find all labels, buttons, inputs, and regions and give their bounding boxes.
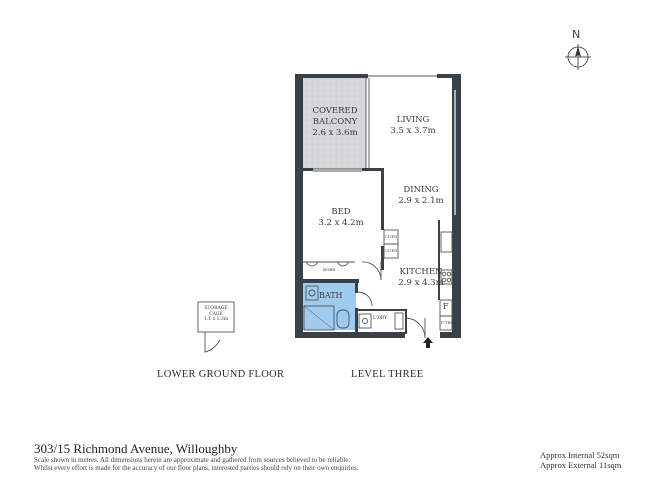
bed-label: BED 3.2 x 4.2m <box>316 207 366 229</box>
balcony-label: COVERED BALCONY 2.6 x 3.6m <box>310 106 360 139</box>
balcony-name-line2: BALCONY <box>312 117 358 127</box>
storage-line2: CAGE <box>209 311 223 317</box>
bath-area <box>303 283 356 330</box>
approx-internal: Approx Internal 52sqm <box>540 450 620 460</box>
dining-name: DINING <box>403 185 439 195</box>
living-label: LIVING 3.5 x 3.7m <box>388 115 438 137</box>
approx-external: Approx External 11sqm <box>540 460 622 470</box>
level-three-label: LEVEL THREE <box>351 369 424 380</box>
walls <box>295 74 461 338</box>
dining-dims: 2.9 x 2.1m <box>398 196 444 206</box>
kitchen-name: KITCHEN <box>399 267 443 277</box>
compass-label: N <box>572 28 581 41</box>
kitchen-dims: 2.9 x 4.3m <box>398 278 444 288</box>
balcony-name-line1: COVERED <box>312 106 358 116</box>
entry-arrow-icon <box>423 337 433 348</box>
kitchen-label: KITCHEN 2.9 x 4.3m <box>396 267 446 289</box>
bed-name: BED <box>331 207 351 217</box>
robe-label: ROBE <box>323 267 336 272</box>
balcony-dims: 2.6 x 3.6m <box>312 128 358 138</box>
fixtures <box>197 75 456 353</box>
laundry-label: L'DRY <box>373 316 388 321</box>
bed-dims: 3.2 x 4.2m <box>318 218 364 228</box>
living-dims: 3.5 x 3.7m <box>390 126 436 136</box>
disclaimer-line1: Scale shown in metres. All dimensions he… <box>34 456 351 464</box>
cupboard1-label: CUPD <box>385 234 398 239</box>
dining-label: DINING 2.9 x 2.1m <box>396 185 446 207</box>
storage-dims: 1.1 x 1.3m <box>204 317 228 322</box>
property-address: 303/15 Richmond Avenue, Willoughby <box>34 441 238 456</box>
living-name: LIVING <box>396 115 430 125</box>
lower-ground-floor-label: LOWER GROUND FLOOR <box>157 369 285 380</box>
storage-label: STORAGE CAGE 1.1 x 1.3m <box>198 306 234 323</box>
pantry-label: P'TRY <box>441 320 453 325</box>
disclaimer-line2: Whilst every effort is made for the accu… <box>34 464 359 472</box>
fridge-label: F <box>443 302 449 311</box>
north-arrow-icon <box>565 44 591 70</box>
cupboard2-label: CUPD <box>385 248 398 253</box>
balcony-area <box>303 77 366 169</box>
storage-line1: STORAGE <box>204 306 228 311</box>
bath-label: BATH <box>319 291 343 300</box>
